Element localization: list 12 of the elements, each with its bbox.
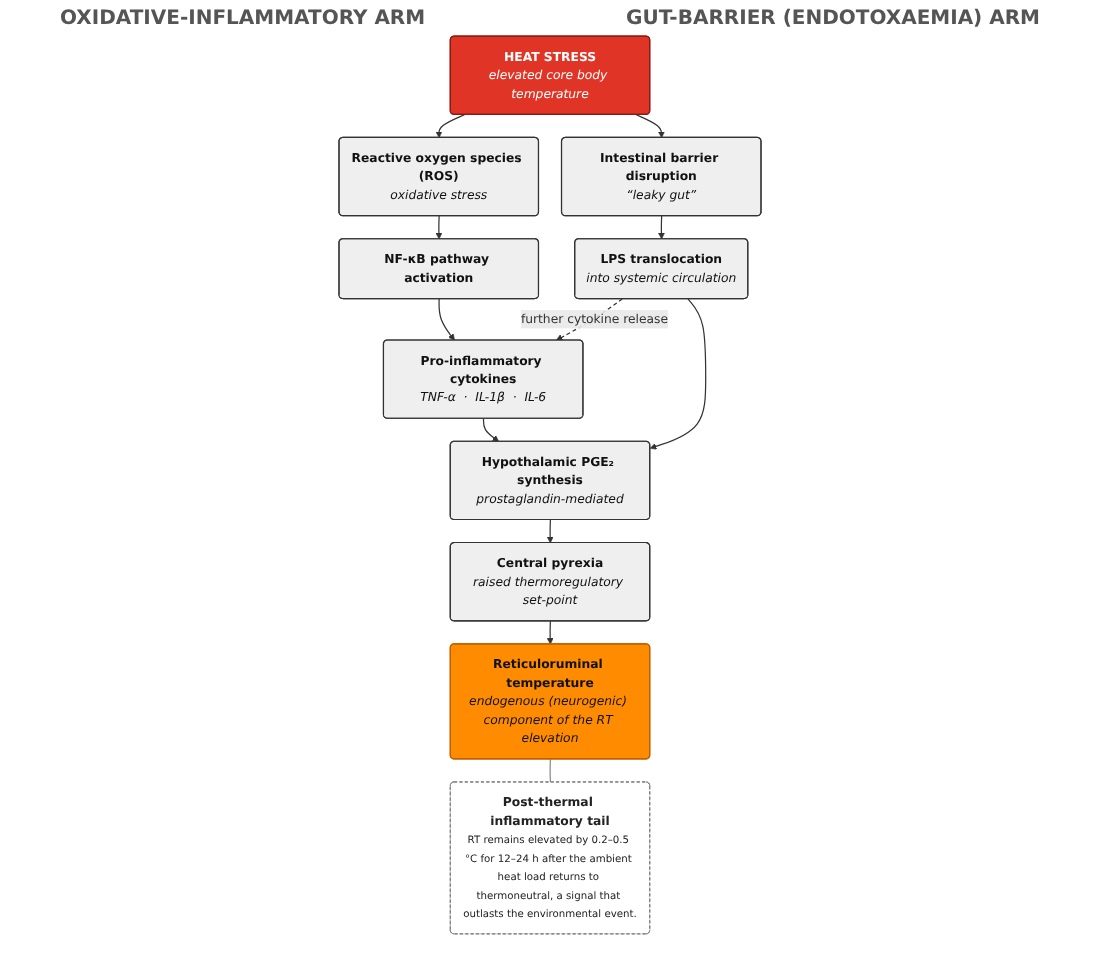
arrow bbox=[546, 620, 554, 645]
arrow bbox=[435, 215, 443, 240]
arm-heading: GUT-BARRIER (ENDOTOXAEMIA) ARM bbox=[626, 8, 1040, 30]
arrow bbox=[482, 418, 500, 442]
arrow bbox=[435, 114, 466, 139]
arrow bbox=[635, 114, 665, 139]
arrow bbox=[649, 298, 707, 450]
connector bbox=[549, 758, 551, 783]
arrow bbox=[546, 519, 554, 544]
arrow bbox=[658, 215, 665, 240]
arrow bbox=[438, 298, 455, 341]
arm-heading: OXIDATIVE-INFLAMMATORY ARM bbox=[60, 8, 426, 30]
